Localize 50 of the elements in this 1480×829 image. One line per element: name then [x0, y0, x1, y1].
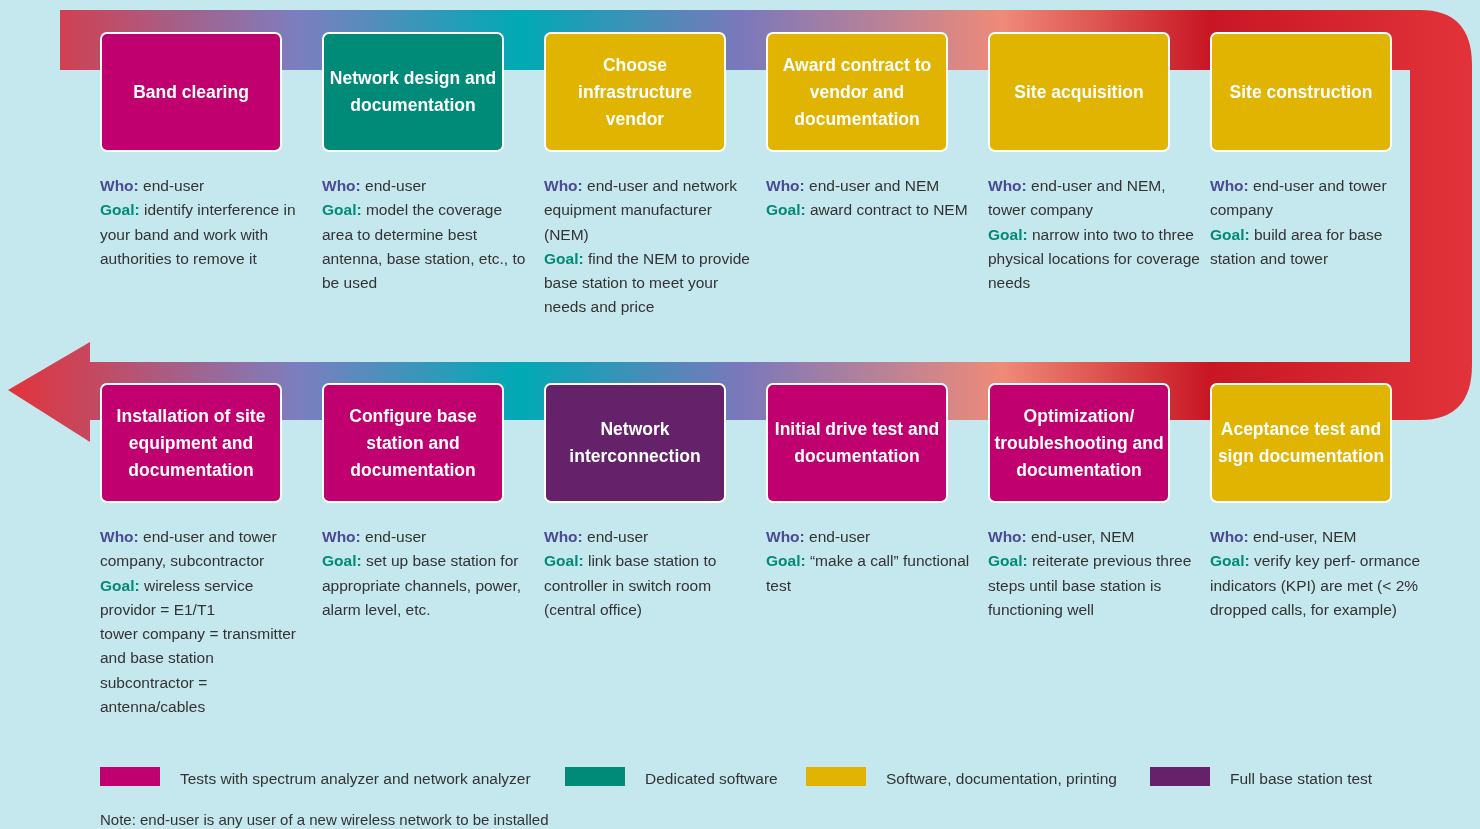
description-text: Goal: reiterate previous three steps until base station is functioning well — [988, 551, 1193, 620]
description-text: Who: end-user and NEM — [766, 176, 941, 196]
description-text: Goal: link base station to controller in switch room (central office) — [544, 551, 718, 620]
process-box — [544, 383, 726, 503]
description-text: Goal: model the coverage area to determine best antenna, base station, etc., to be used — [322, 200, 527, 294]
step-title: Optimization/ troubleshooting and documentation — [993, 404, 1165, 482]
step-title: Configure base station and documentation — [348, 404, 478, 482]
step-title: Award contract to vendor and documentation — [781, 53, 933, 131]
description-text: Goal: narrow into two to three physical locations for coverage needs — [988, 224, 1200, 294]
note-text: Note: end-user is any user of a new wireless network to be installed — [100, 811, 549, 828]
description-text: Who: end-user — [544, 527, 650, 547]
step-title: Choose infrastructure vendor — [577, 53, 693, 131]
description-text: Who: end-user — [322, 527, 428, 547]
description-text: Who: end-user — [322, 176, 428, 196]
legend-text: Full base station test — [1230, 770, 1373, 788]
step-title: Installation of site equipment and documentation — [115, 404, 267, 482]
process-box — [766, 32, 948, 152]
process-box — [988, 383, 1170, 503]
process-box — [988, 32, 1170, 152]
step-title: Band clearing — [133, 80, 249, 104]
description-text: Goal: find the NEM to provide base station to meet your needs and price — [544, 248, 751, 318]
description-text: Goal: identify interference in your band and work with authorities to remove it — [100, 200, 297, 269]
process-box — [1210, 32, 1392, 152]
description-text: subcontractor = antenna/cables — [100, 672, 209, 718]
description-text: Who: end-user and network equipment manufacturer (NEM) — [544, 176, 738, 245]
step-title: Site construction — [1229, 80, 1373, 104]
description-text: Who: end-user, NEM — [988, 527, 1136, 547]
description-text: Who: end-user, NEM — [1210, 527, 1358, 547]
process-box — [322, 32, 504, 152]
process-box — [544, 32, 726, 152]
process-box — [100, 383, 282, 503]
description-text: Goal: build area for base station and tower — [1210, 224, 1384, 269]
description-text: Goal: set up base station for appropriate channels, power, alarm level, etc. — [322, 551, 523, 620]
description-text: Goal: “make a call” functional test — [766, 551, 971, 596]
process-box — [1210, 383, 1392, 503]
step-title: Network design and documentation — [328, 67, 498, 117]
description-text: Who: end-user — [766, 527, 872, 547]
process-box — [100, 32, 282, 152]
legend-text: Software, documentation, printing — [886, 770, 1117, 788]
legend-text: Tests with spectrum analyzer and network analyzer — [180, 770, 531, 788]
legend-text: Dedicated software — [645, 770, 778, 788]
process-box — [322, 383, 504, 503]
step-title: Site acquisition — [1014, 80, 1144, 104]
description-text: Who: end-user — [100, 176, 206, 196]
process-box — [766, 383, 948, 503]
step-title: Network interconnection — [568, 418, 702, 468]
step-title: Initial drive test and documentation — [773, 418, 941, 468]
description-text: Goal: verify key perf- ormance indicators (KPI) are met (< 2% dropped calls, for example) — [1210, 551, 1422, 620]
description-text: Goal: award contract to NEM — [766, 200, 969, 221]
step-title: Aceptance test and sign documentation — [1216, 418, 1386, 468]
